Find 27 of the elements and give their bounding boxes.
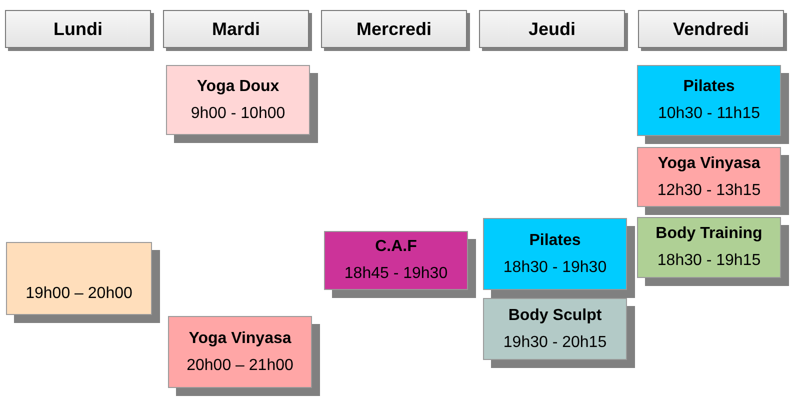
- day-header: [321, 10, 467, 48]
- class-time: 18h30 - 19h30: [503, 258, 607, 276]
- class-name: Yoga Vinyasa: [658, 154, 760, 172]
- day-name: Jeudi: [528, 18, 576, 40]
- class-time: 18h30 - 19h15: [657, 252, 761, 270]
- class-time: 10h30 - 11h15: [658, 105, 760, 123]
- class-name: Pilates: [683, 78, 735, 96]
- class-name: Pilates: [529, 232, 581, 250]
- class-time: 19h00 – 20h00: [26, 284, 132, 302]
- day-name: Mardi: [212, 18, 260, 40]
- class-name: Body Sculpt: [508, 306, 602, 324]
- day-header: [638, 10, 784, 48]
- day-name: Lundi: [54, 18, 102, 40]
- day-name: Mercredi: [356, 18, 432, 40]
- class-name: C.A.F: [375, 238, 417, 256]
- class-time: 18h45 - 19h30: [344, 265, 448, 283]
- day-header: [163, 10, 309, 48]
- class-time: 19h30 - 20h15: [503, 334, 607, 352]
- class-time: 9h00 - 10h00: [190, 104, 286, 122]
- day-header: [5, 10, 151, 48]
- class-name: Yoga Doux: [196, 78, 280, 96]
- class-name: Body Training: [656, 225, 762, 243]
- class-name: Yoga Vinyasa: [188, 330, 292, 348]
- class-time: 12h30 - 13h15: [657, 182, 761, 200]
- day-header: [479, 10, 625, 48]
- class-time: 20h00 – 21h00: [186, 356, 294, 374]
- day-name: Vendredi: [672, 18, 750, 40]
